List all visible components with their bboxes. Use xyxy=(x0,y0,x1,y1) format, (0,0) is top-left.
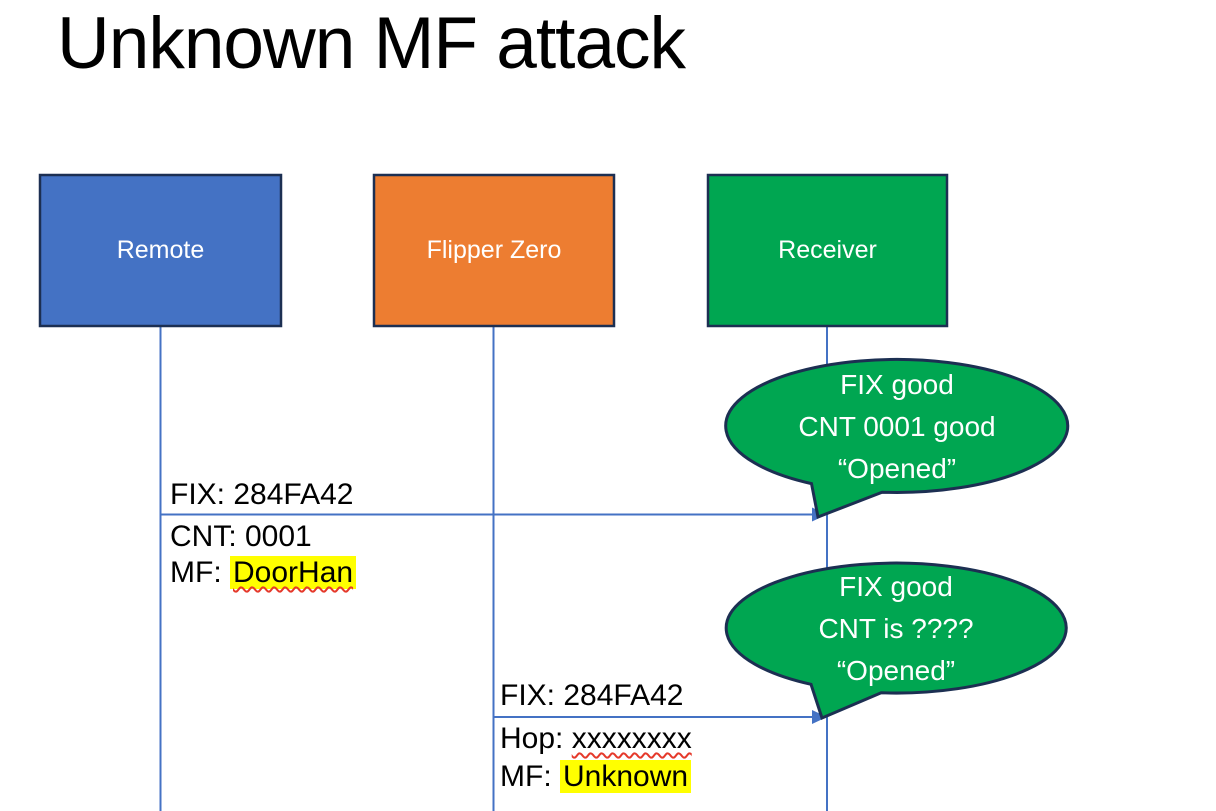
message-2-mf-label: MF: Unknown xyxy=(500,760,692,794)
actor-label-remote: Remote xyxy=(116,236,205,264)
message-1-fix-label: FIX: 284FA42 xyxy=(170,478,354,511)
actor-box-flipper-zero xyxy=(372,173,616,328)
message-1-mf-prefix: MF: xyxy=(170,556,230,589)
bubble-1-line-2: CNT 0001 good xyxy=(798,411,996,442)
bubble-1-line-1: FIX good xyxy=(840,369,954,400)
message-2-fix-label: FIX: 284FA42 xyxy=(500,679,684,712)
message-1-mf-label: MF: DoorHan xyxy=(170,556,357,590)
bubble-1-line-3: “Opened” xyxy=(837,453,957,484)
message-2-mf-prefix: MF: xyxy=(500,760,560,793)
bubble-2-line-1: FIX good xyxy=(839,571,953,602)
speech-bubble-2-text: FIX good CNT is ???? “Opened” xyxy=(731,566,1061,692)
actor-label-flipper-zero: Flipper Zero xyxy=(426,236,562,264)
message-2-mf-value-highlighted: Unknown xyxy=(560,760,692,793)
actor-label-receiver: Receiver xyxy=(778,236,877,264)
actor-box-receiver xyxy=(706,173,949,328)
slide-title: Unknown MF attack xyxy=(57,3,686,84)
speech-bubble-2-shape xyxy=(724,561,1068,721)
speech-bubble-1-shape xyxy=(724,357,1070,520)
message-2-hop-value-squiggle: xxxxxxxx xyxy=(571,722,692,755)
message-arrow-2-head xyxy=(812,710,827,724)
actor-box-remote xyxy=(38,173,283,328)
speech-bubble-1-text: FIX good CNT 0001 good “Opened” xyxy=(732,364,1062,490)
bubble-2-line-2: CNT is ???? xyxy=(818,613,974,644)
message-1-mf-value-highlighted: DoorHan xyxy=(230,556,357,589)
message-2-hop-label: Hop: xxxxxxxx xyxy=(500,722,692,756)
message-2-hop-prefix: Hop: xyxy=(500,722,572,755)
bubble-2-line-3: “Opened” xyxy=(836,655,956,686)
message-1-cnt-label: CNT: 0001 xyxy=(170,520,312,553)
